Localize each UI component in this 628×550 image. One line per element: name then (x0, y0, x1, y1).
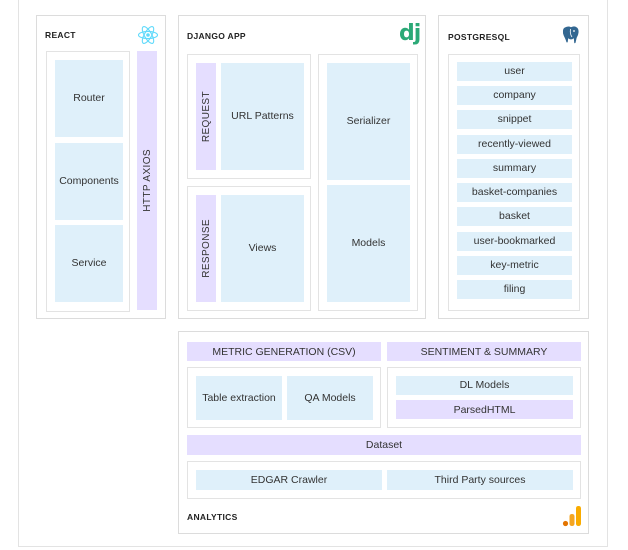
table-item: user-bookmarked (457, 232, 572, 251)
sentiment-summary-group: DL Models ParsedHTML (387, 367, 581, 428)
http-axios-label: HTTP AXIOS (141, 149, 153, 212)
table-item: recently-viewed (457, 135, 572, 154)
analytics-panel: METRIC GENERATION (CSV) SENTIMENT & SUMM… (178, 331, 589, 534)
table-item: user (457, 62, 572, 81)
url-patterns-block: URL Patterns (221, 63, 304, 170)
postgresql-panel: POSTGRESQL user company snippet recently… (438, 15, 589, 319)
table-item: snippet (457, 110, 572, 129)
edgar-crawler-block: EDGAR Crawler (196, 470, 382, 490)
router-block: Router (55, 60, 123, 137)
metric-generation-header: METRIC GENERATION (CSV) (187, 342, 381, 361)
page-frame (18, 0, 608, 547)
request-bar: REQUEST (196, 63, 216, 170)
request-group: REQUEST URL Patterns (187, 54, 311, 179)
dl-models-block: DL Models (396, 376, 573, 395)
parsed-html-block: ParsedHTML (396, 400, 573, 419)
django-title: DJANGO APP (187, 31, 246, 41)
request-label: REQUEST (200, 90, 212, 143)
django-logo: dj (399, 21, 421, 46)
http-axios-bar: HTTP AXIOS (137, 51, 157, 310)
table-item: summary (457, 159, 572, 178)
response-bar: RESPONSE (196, 195, 216, 302)
table-item: filing (457, 280, 572, 299)
sentiment-summary-header: SENTIMENT & SUMMARY (387, 342, 581, 361)
views-block: Views (221, 195, 304, 302)
table-extraction-block: Table extraction (196, 376, 282, 420)
table-item: basket-companies (457, 183, 572, 202)
analytics-title: ANALYTICS (187, 512, 238, 522)
table-item: company (457, 86, 572, 105)
react-icon (137, 24, 159, 46)
data-sources-group: EDGAR Crawler Third Party sources (187, 461, 581, 499)
analytics-bars-icon (562, 505, 582, 527)
metric-generation-group: Table extraction QA Models (187, 367, 381, 428)
third-party-sources-block: Third Party sources (387, 470, 573, 490)
postgresql-title: POSTGRESQL (448, 32, 511, 42)
response-group: RESPONSE Views (187, 186, 311, 311)
tables-group: user company snippet recently-viewed sum… (448, 54, 580, 311)
serializer-block: Serializer (327, 63, 410, 180)
postgresql-elephant-icon (561, 24, 581, 46)
django-panel: DJANGO APP dj REQUEST URL Patterns RESPO… (178, 15, 426, 319)
react-components-group: Router Components Service (46, 51, 130, 312)
dataset-bar: Dataset (187, 435, 581, 455)
qa-models-block: QA Models (287, 376, 373, 420)
models-block: Models (327, 185, 410, 302)
table-item: key-metric (457, 256, 572, 275)
components-block: Components (55, 143, 123, 220)
service-block: Service (55, 225, 123, 302)
response-label: RESPONSE (200, 219, 212, 278)
react-title: REACT (45, 30, 76, 40)
react-panel: REACT Router Components Service HTTP AXI… (36, 15, 166, 319)
serializer-models-group: Serializer Models (318, 54, 418, 311)
table-item: basket (457, 207, 572, 226)
